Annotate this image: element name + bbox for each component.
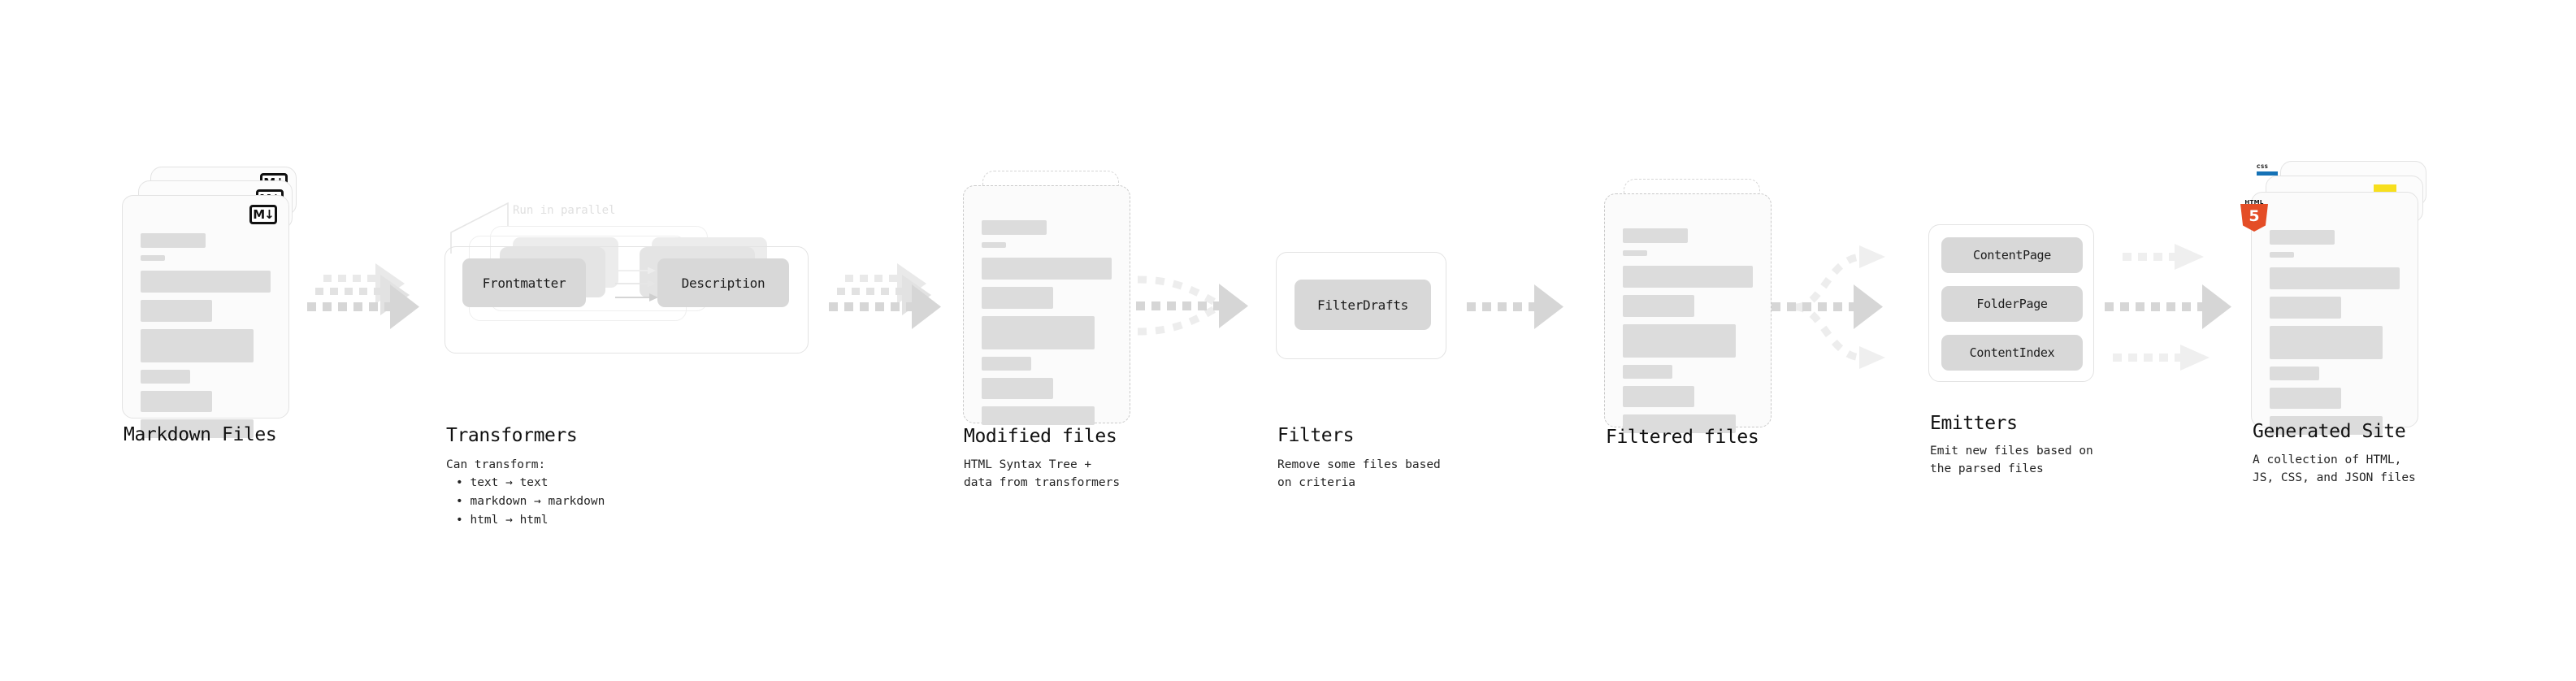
- modified-card-stack: [963, 171, 1142, 439]
- css-icon: [2257, 164, 2278, 176]
- skeleton-bar: [982, 357, 1031, 371]
- skeleton-bar: [141, 233, 206, 248]
- skeleton-bars: [2270, 230, 2400, 442]
- skeleton-bar: [1623, 386, 1694, 407]
- transformer-bullet: • markdown → markdown: [456, 495, 605, 509]
- modified-card-front: [963, 185, 1130, 425]
- page-title-emitters: Emitters: [1930, 413, 2018, 434]
- skeleton-bar: [982, 242, 1007, 248]
- skeleton-bar: [141, 370, 190, 384]
- filters-subtitle: Remove some files based on criteria: [1277, 458, 1441, 489]
- skeleton-bar: [2270, 230, 2335, 245]
- skeleton-bar: [1623, 266, 1753, 288]
- html5-icon-label: HTML: [2244, 199, 2264, 206]
- skeleton-bar: [2270, 388, 2341, 409]
- skeleton-bar: [982, 287, 1053, 309]
- skeleton-bar: [2270, 297, 2341, 319]
- run-in-parallel-bracket: [450, 202, 509, 254]
- page-title-filters: Filters: [1277, 425, 1355, 446]
- filtered-card-stack: [1604, 179, 1783, 447]
- stage-filtered-files: [1604, 179, 1783, 447]
- generated-site-subtitle: A collection of HTML, JS, CSS, and JSON …: [2253, 453, 2416, 484]
- skeleton-bar: [141, 255, 166, 261]
- skeleton-bar: [1623, 250, 1648, 256]
- filter-chip-filterdrafts[interactable]: FilterDrafts: [1295, 280, 1431, 330]
- skeleton-bar: [982, 220, 1047, 235]
- transformer-chip-description[interactable]: Description: [657, 258, 789, 307]
- emitter-chip-contentindex[interactable]: ContentIndex: [1941, 335, 2083, 371]
- markdown-card-front: M↓: [122, 195, 289, 438]
- transformers-subtitle: Can transform:: [446, 458, 546, 471]
- skeleton-bar: [2270, 367, 2319, 380]
- emitters-subtitle: Emit new files based on the parsed files: [1930, 445, 2093, 475]
- filters-box: FilterDrafts: [1276, 252, 1446, 359]
- transformer-chip-frontmatter[interactable]: Frontmatter: [462, 258, 586, 307]
- skeleton-bar: [141, 300, 212, 322]
- skeleton-bar: [2270, 326, 2383, 359]
- skeleton-bar: [982, 258, 1112, 280]
- arrow-modified-to-filters: [1136, 275, 1248, 336]
- transformer-inner-arrows: [615, 267, 658, 301]
- page-title-transformers: Transformers: [446, 425, 578, 446]
- skeleton-bar: [141, 419, 254, 438]
- page-title-filtered-files: Filtered files: [1606, 427, 1759, 448]
- skeleton-bar: [1623, 324, 1737, 358]
- skeleton-bar: [982, 316, 1095, 349]
- site-card-front: HTML 5: [2240, 192, 2418, 435]
- skeleton-bar: [1623, 228, 1688, 243]
- skeleton-bar: [2270, 416, 2383, 435]
- markdown-badge: M↓: [249, 205, 277, 224]
- emitter-chip-contentpage[interactable]: ContentPage: [1941, 237, 2083, 273]
- site-card-stack: HTML 5: [2240, 161, 2438, 437]
- skeleton-bar: [2270, 252, 2295, 258]
- arrow-markdown-to-transformers: [307, 263, 419, 329]
- arrow-filters-to-filtered: [1467, 284, 1563, 329]
- emitter-chip-folderpage[interactable]: FolderPage: [1941, 286, 2083, 322]
- skeleton-bar: [141, 391, 212, 412]
- skeleton-bar: [141, 271, 271, 293]
- skeleton-bar: [982, 378, 1053, 399]
- skeleton-bar: [141, 329, 254, 362]
- arrow-filtered-to-emitters: [1772, 245, 1885, 369]
- skeleton-bars: [1623, 228, 1753, 440]
- transformer-bullet: • html → html: [456, 514, 549, 527]
- markdown-card-stack: M↓ M↓ M↓: [122, 167, 301, 438]
- page-title-modified-files: Modified files: [964, 426, 1117, 447]
- skeleton-bar: [1623, 414, 1737, 433]
- skeleton-bar: [982, 406, 1095, 425]
- stage-generated-site: HTML 5: [2240, 161, 2438, 437]
- transformers-box: [445, 246, 809, 354]
- skeleton-bar: [1623, 365, 1672, 379]
- html5-icon-digit: 5: [2249, 206, 2260, 225]
- transformer-bullet: • text → text: [456, 476, 549, 489]
- page-title-generated-site: Generated Site: [2253, 421, 2406, 442]
- html5-icon: HTML 5: [2240, 199, 2268, 232]
- skeleton-bar: [1623, 295, 1694, 317]
- arrow-emitters-to-site: [2105, 244, 2231, 371]
- transformers-bullets: • text → text • markdown → markdown • ht…: [456, 474, 605, 531]
- skeleton-bars: [141, 233, 271, 445]
- emitters-box: ContentPage FolderPage ContentIndex: [1928, 224, 2094, 382]
- stage-markdown-files: M↓ M↓ M↓: [122, 167, 301, 438]
- html5-shield: 5: [2240, 204, 2268, 232]
- skeleton-bar: [2270, 267, 2400, 289]
- stage-modified-files: [963, 171, 1142, 439]
- arrow-transformers-to-modified: [829, 263, 941, 329]
- filtered-card-front: [1604, 193, 1772, 433]
- page-title-markdown-files: Markdown Files: [124, 424, 277, 445]
- skeleton-bars: [982, 220, 1112, 432]
- run-in-parallel-note: Run in parallel: [513, 204, 616, 217]
- modified-files-subtitle: HTML Syntax Tree + data from transformer…: [964, 458, 1121, 489]
